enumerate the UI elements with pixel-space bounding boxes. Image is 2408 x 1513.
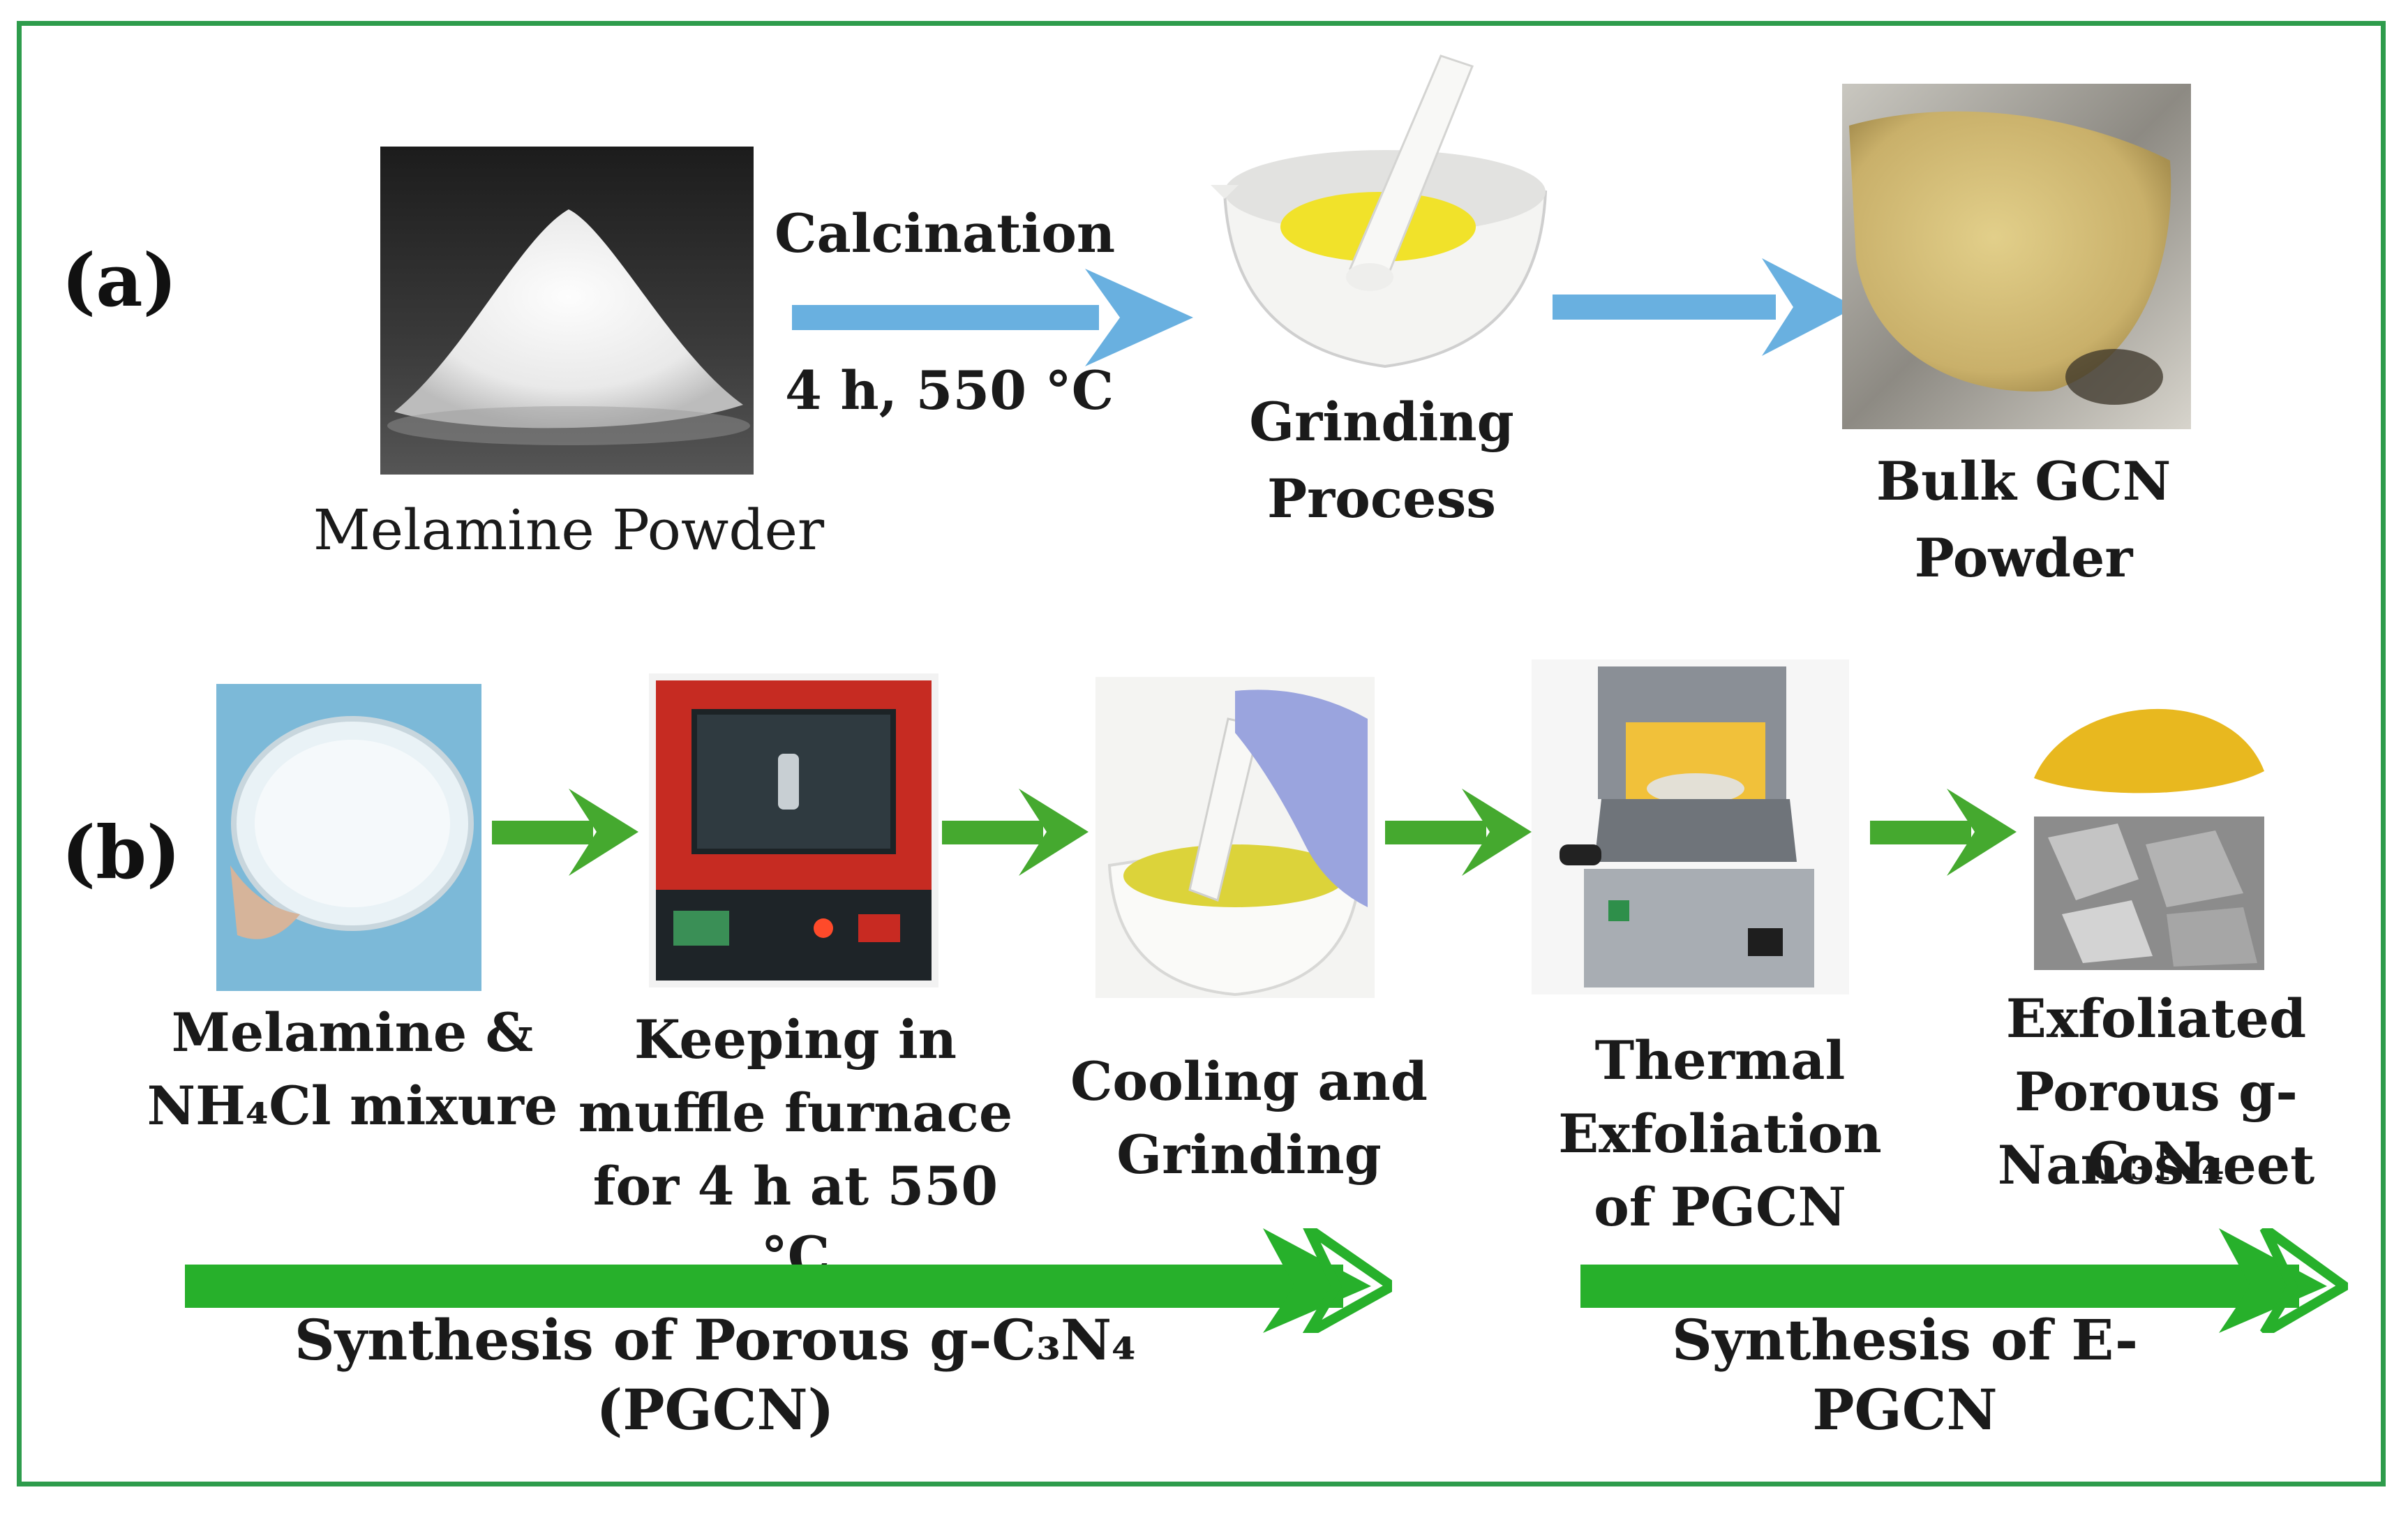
- step5-label-line2: Porous g-C₃N₄: [2014, 1061, 2298, 1193]
- phase2-label: Synthesis of E-PGCN: [1671, 1307, 2139, 1443]
- yellow-powder-photo: [2027, 666, 2271, 806]
- calcination-label: Calcination: [775, 202, 1116, 264]
- panel-b-label: (b): [61, 810, 181, 895]
- transfer-arrow: [1553, 255, 1860, 359]
- step1-label-line1: Melamine &: [171, 1001, 534, 1064]
- step-arrow-1: [492, 789, 642, 876]
- muffle-furnace-photo: [649, 673, 938, 987]
- step3-label-line2: Grinding: [1116, 1124, 1382, 1186]
- phase1-label: Synthesis of Porous g-C₃N₄ (PGCN): [294, 1307, 1137, 1443]
- grinding-label-line1: Grinding: [1249, 391, 1514, 453]
- step-arrow-3: [1385, 789, 1535, 876]
- phase-arrow-pgcn: [185, 1228, 1392, 1333]
- melamine-powder-photo: [380, 147, 754, 475]
- step5-label-line3: Nanosheet: [1997, 1134, 2315, 1196]
- step-arrow-2: [942, 789, 1092, 876]
- step-arrow-4: [1870, 789, 2020, 876]
- step4-label-line2: Exfoliation: [1558, 1103, 1882, 1165]
- step1-label-line2: NH₄Cl mixure: [147, 1075, 558, 1137]
- bulk-gcn-photo: [1842, 84, 2191, 429]
- step2-label-line1: Keeping in: [634, 1008, 957, 1071]
- calcination-conditions: 4 h, 550 °C: [785, 359, 1114, 422]
- sem-image: [2034, 817, 2264, 970]
- grinding-label-line2: Process: [1266, 468, 1497, 530]
- bulk-gcn-label-line2: Powder: [1914, 527, 2133, 589]
- panel-a-label: (a): [61, 237, 177, 323]
- bulk-gcn-label-line1: Bulk GCN: [1876, 450, 2171, 512]
- step4-label-line3: of PGCN: [1594, 1176, 1846, 1238]
- mortar-pestle-photo: [1211, 52, 1560, 380]
- melamine-nh4cl-photo: [216, 684, 481, 991]
- melamine-powder-label: Melamine Powder: [313, 498, 825, 562]
- phase-arrow-epgcn: [1580, 1228, 2348, 1333]
- calcination-arrow: [792, 262, 1197, 373]
- step2-label-line2: muffle furnace: [578, 1082, 1013, 1144]
- cooling-grinding-photo: [1095, 677, 1375, 998]
- step3-label-line1: Cooling and: [1070, 1050, 1428, 1112]
- thermal-furnace-photo: [1532, 659, 1849, 994]
- step4-label-line1: Thermal: [1594, 1029, 1846, 1091]
- step5-label-line1: Exfoliated: [2005, 987, 2307, 1050]
